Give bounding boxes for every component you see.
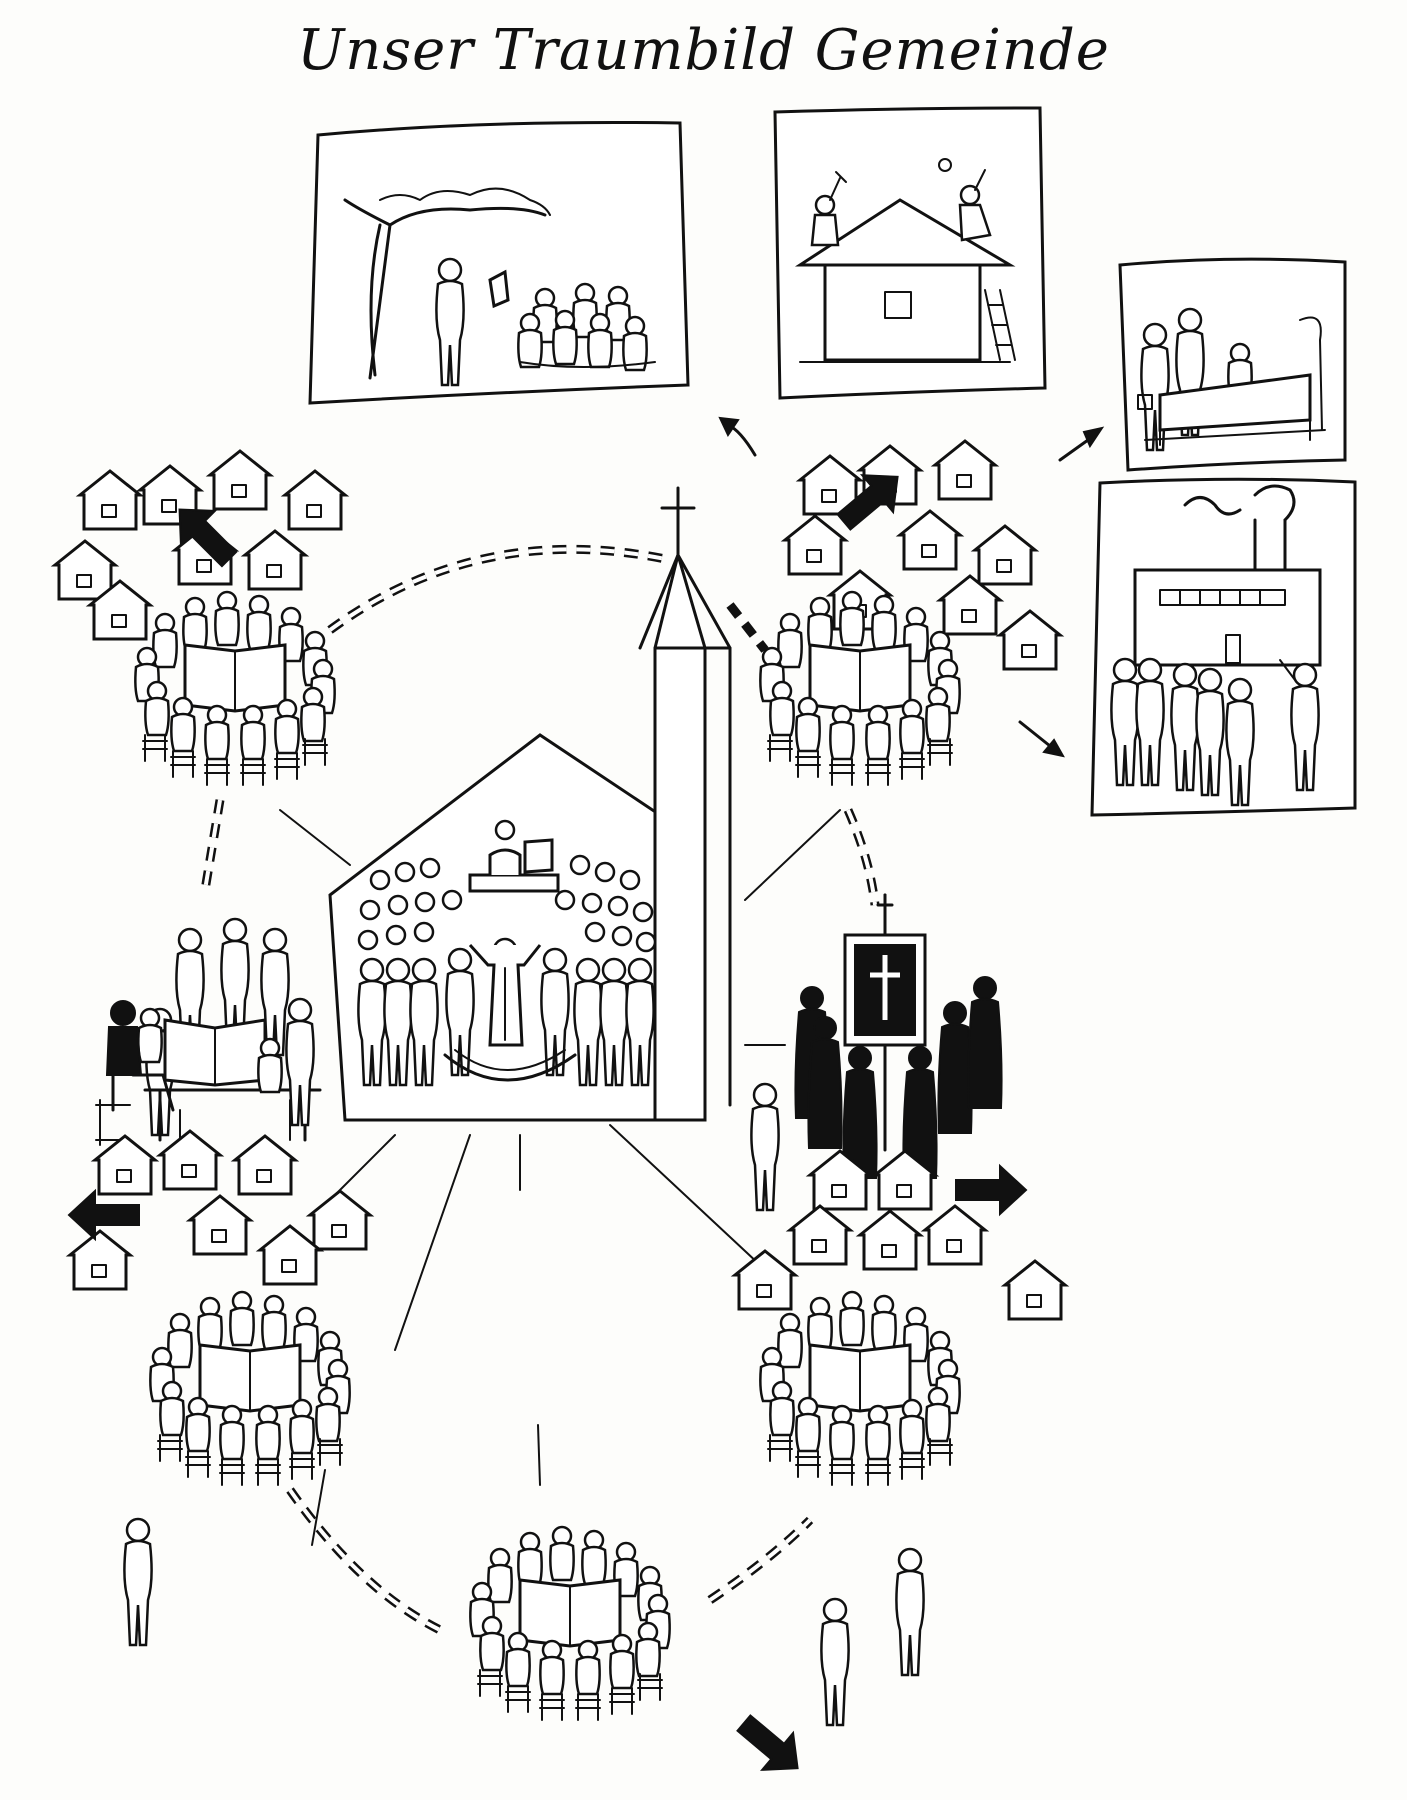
- panel-building-house: [773, 106, 1047, 400]
- standing-person: [820, 1597, 850, 1727]
- group-middle-right: [794, 893, 1003, 1179]
- group-top-right: [760, 439, 1062, 785]
- panel-visiting-sick: [1118, 257, 1347, 472]
- group-top-left: [53, 449, 347, 785]
- page-title: Unser Traumbild Gemeinde: [297, 18, 1110, 83]
- dashed-path-right: [843, 808, 880, 906]
- arrow-down-icon: [727, 1703, 815, 1788]
- group-bottom-left: [68, 1129, 372, 1485]
- congregation: [357, 854, 657, 1087]
- dashed-path-bottom-left: [286, 1487, 443, 1635]
- dashed-path-top: [327, 544, 671, 634]
- church: [328, 486, 732, 1122]
- connector-lines: [279, 809, 841, 1546]
- group-middle-left: [95, 917, 322, 1146]
- panel-preaching-under-tree: [308, 121, 690, 405]
- priest: [468, 937, 542, 1047]
- standing-person: [895, 1547, 925, 1677]
- altar-step-arc: [443, 1053, 577, 1082]
- group-bottom-center: [470, 1527, 669, 1720]
- group-bottom-right: [733, 1082, 1067, 1485]
- standing-person: [123, 1517, 153, 1647]
- arrow-icon: [68, 1190, 140, 1240]
- altar: [468, 819, 560, 893]
- dashed-path-church-right: [726, 602, 769, 653]
- arrow-icon: [955, 1165, 1027, 1215]
- panel-factory-protest: [1090, 477, 1357, 817]
